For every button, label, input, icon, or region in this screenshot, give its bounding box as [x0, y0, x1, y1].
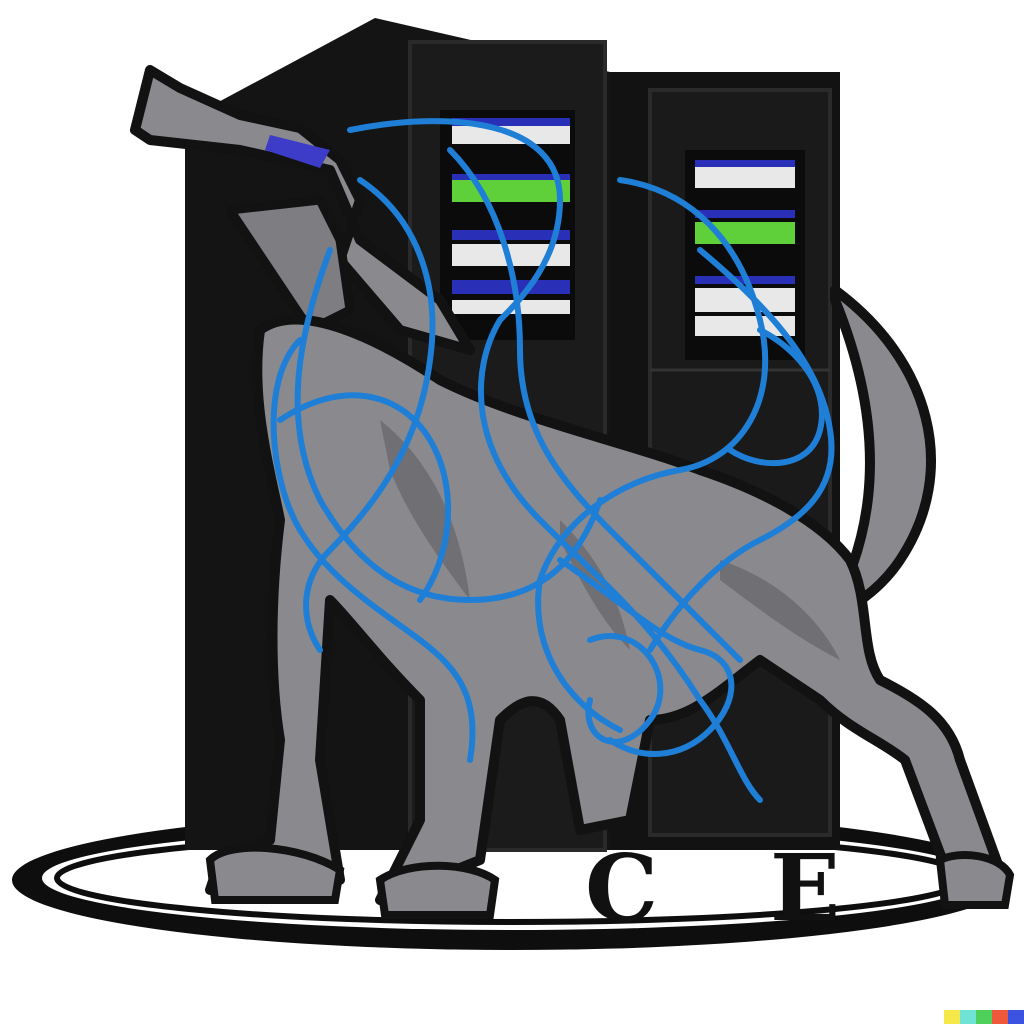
watermark-swatch-5	[1008, 1010, 1024, 1024]
watermark-swatch-4	[992, 1010, 1008, 1024]
logo-letters: C E	[585, 834, 840, 942]
watermark-swatch-3	[976, 1010, 992, 1024]
watermark-swatch-2	[960, 1010, 976, 1024]
generator-watermark	[944, 1010, 1024, 1024]
network-cables	[270, 118, 835, 803]
logo-letter-e: E	[770, 834, 840, 942]
logo-letter-c: C	[585, 834, 658, 942]
dog	[130, 65, 1015, 919]
watermark-swatch-1	[944, 1010, 960, 1024]
